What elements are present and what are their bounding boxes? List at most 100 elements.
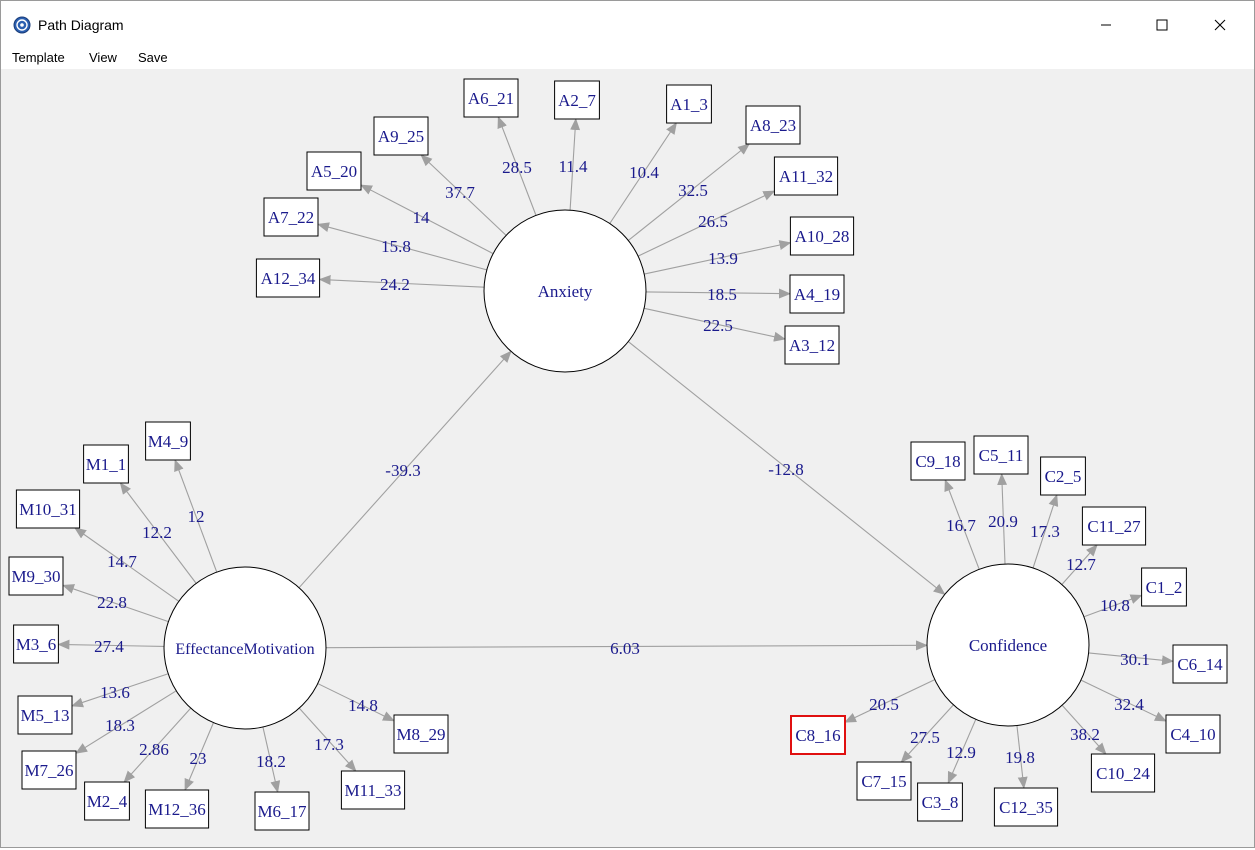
indicator-node-C7_15[interactable]: C7_15 — [856, 761, 912, 801]
indicator-node-A3_12[interactable]: A3_12 — [784, 325, 840, 365]
indicator-node-M2_4[interactable]: M2_4 — [84, 781, 130, 821]
loading-arrow-M10_31 — [74, 527, 180, 602]
loading-arrow-C6_14 — [1088, 652, 1174, 666]
indicator-node-M3_6[interactable]: M3_6 — [13, 624, 59, 664]
path-arrow-EffectanceMotivation-Anxiety — [298, 350, 512, 589]
indicator-label: A8_23 — [750, 116, 796, 135]
indicator-node-C10_24[interactable]: C10_24 — [1090, 753, 1156, 793]
menu-save[interactable]: Save — [138, 50, 168, 65]
indicator-label: M11_33 — [345, 781, 402, 800]
indicator-node-C2_5[interactable]: C2_5 — [1040, 456, 1086, 496]
loading-arrow-A4_19 — [645, 288, 791, 299]
loading-weight-label: 20.9 — [988, 512, 1018, 531]
r-app-icon — [13, 16, 31, 34]
indicator-label: C1_2 — [1146, 578, 1183, 597]
loading-weight-label: 32.5 — [678, 181, 708, 200]
arrows-layer — [57, 116, 1174, 793]
indicator-node-C6_14[interactable]: C6_14 — [1172, 644, 1228, 684]
indicator-node-M9_30[interactable]: M9_30 — [8, 556, 64, 596]
loading-weight-label: 16.7 — [946, 516, 976, 535]
indicator-node-M8_29[interactable]: M8_29 — [393, 714, 449, 754]
construct-node-Confidence[interactable]: Confidence — [926, 563, 1090, 727]
indicator-node-A12_34[interactable]: A12_34 — [255, 258, 321, 298]
indicator-node-A7_22[interactable]: A7_22 — [263, 197, 319, 237]
path-arrow-EffectanceMotivation-Confidence — [325, 640, 929, 651]
indicator-box — [993, 787, 1059, 827]
construct-node-EffectanceMotivation[interactable]: EffectanceMotivation — [163, 566, 327, 730]
indicator-label: A5_20 — [311, 162, 357, 181]
indicator-box — [789, 216, 855, 256]
indicator-node-M6_17[interactable]: M6_17 — [254, 791, 310, 831]
menu-view[interactable]: View — [89, 50, 117, 65]
minimize-button[interactable] — [1083, 9, 1129, 41]
indicator-node-A11_32[interactable]: A11_32 — [773, 156, 839, 196]
construct-label: EffectanceMotivation — [175, 641, 314, 658]
loading-weight-label: 10.4 — [629, 163, 659, 182]
loading-arrow-C10_24 — [1061, 704, 1107, 755]
indicator-node-C11_27[interactable]: C11_27 — [1081, 506, 1147, 546]
indicator-box — [21, 750, 77, 790]
loading-arrow-M1_1 — [119, 482, 197, 584]
loading-weight-label: 27.5 — [910, 728, 940, 747]
indicator-node-C5_11[interactable]: C5_11 — [973, 435, 1029, 475]
indicator-box — [84, 781, 130, 821]
indicator-node-M7_26[interactable]: M7_26 — [21, 750, 77, 790]
indicator-label: A1_3 — [670, 95, 708, 114]
indicator-node-A4_19[interactable]: A4_19 — [789, 274, 845, 314]
indicator-box — [789, 274, 845, 314]
loading-arrow-M7_26 — [75, 690, 177, 754]
indicator-node-A5_20[interactable]: A5_20 — [306, 151, 362, 191]
indicator-node-M12_36[interactable]: M12_36 — [144, 789, 210, 829]
loading-weight-label: 18.5 — [707, 285, 737, 304]
indicator-node-A8_23[interactable]: A8_23 — [745, 105, 801, 145]
indicator-node-A6_21[interactable]: A6_21 — [463, 78, 519, 118]
loading-weight-label: 12.2 — [142, 523, 172, 542]
loading-arrow-A8_23 — [627, 143, 750, 241]
indicator-box — [145, 421, 191, 461]
loading-arrow-M11_33 — [298, 707, 357, 772]
indicator-label: M5_13 — [20, 706, 69, 725]
loading-weight-label: 38.2 — [1070, 725, 1100, 744]
indicator-label: C12_35 — [999, 798, 1053, 817]
indicator-node-C12_35[interactable]: C12_35 — [993, 787, 1059, 827]
construct-circle — [163, 566, 327, 730]
indicator-node-M1_1[interactable]: M1_1 — [83, 444, 129, 484]
loading-weight-label: 14 — [413, 208, 431, 227]
close-button[interactable] — [1197, 9, 1243, 41]
loading-weight-label: 13.6 — [100, 683, 130, 702]
indicator-node-A9_25[interactable]: A9_25 — [373, 116, 429, 156]
indicator-box — [1141, 567, 1187, 607]
menu-template[interactable]: Template — [12, 50, 65, 65]
title-bar: Path Diagram — [1, 1, 1254, 47]
loading-arrow-M3_6 — [57, 639, 165, 650]
maximize-button[interactable] — [1139, 9, 1185, 41]
indicator-node-M5_13[interactable]: M5_13 — [17, 695, 73, 735]
indicator-node-M10_31[interactable]: M10_31 — [15, 489, 81, 529]
indicator-node-A10_28[interactable]: A10_28 — [789, 216, 855, 256]
indicator-node-M4_9[interactable]: M4_9 — [145, 421, 191, 461]
indicator-node-C8_16[interactable]: C8_16 — [790, 715, 846, 755]
loading-weight-label: 2.86 — [139, 740, 169, 759]
loading-arrow-C8_16 — [844, 679, 936, 723]
indicator-node-C4_10[interactable]: C4_10 — [1165, 714, 1221, 754]
loading-weight-label: 22.8 — [97, 593, 127, 612]
loading-weight-label: 24.2 — [380, 275, 410, 294]
indicator-box — [17, 695, 73, 735]
indicator-node-M11_33[interactable]: M11_33 — [340, 770, 406, 810]
indicator-label: M3_6 — [16, 635, 57, 654]
loading-arrow-C9_18 — [944, 479, 980, 570]
indicator-node-C3_8[interactable]: C3_8 — [917, 782, 963, 822]
loading-arrow-A2_7 — [569, 118, 581, 211]
menu-bar: Template View Save — [1, 47, 1254, 69]
indicator-node-A1_3[interactable]: A1_3 — [666, 84, 712, 124]
indicator-node-A2_7[interactable]: A2_7 — [554, 80, 600, 120]
indicator-box — [856, 761, 912, 801]
loading-weight-label: 20.5 — [869, 695, 899, 714]
indicator-box — [910, 441, 966, 481]
indicator-label: C3_8 — [922, 793, 959, 812]
construct-node-Anxiety[interactable]: Anxiety — [483, 209, 647, 373]
indicator-node-C1_2[interactable]: C1_2 — [1141, 567, 1187, 607]
indicator-node-C9_18[interactable]: C9_18 — [910, 441, 966, 481]
